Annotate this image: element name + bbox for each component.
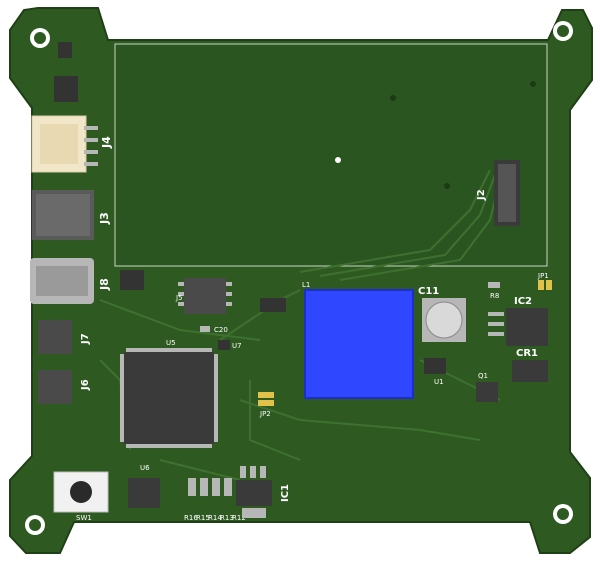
label-r12: R12 (232, 514, 246, 522)
mounting-hole-icon (553, 504, 573, 524)
label-r14: R14 (208, 514, 222, 522)
label-c11: C11 (418, 286, 439, 297)
inductor-l1 (304, 289, 414, 399)
label-jp1: JP1 (537, 272, 549, 280)
label-j4: J4 (100, 136, 113, 149)
label-u5: U5 (166, 339, 176, 347)
component-smd (54, 76, 78, 102)
label-j2: J2 (476, 189, 487, 201)
label-cr1: CR1 (516, 348, 538, 359)
diode-cr1 (512, 360, 548, 382)
ic-u1 (424, 358, 446, 374)
connector-j2 (494, 160, 520, 226)
label-r8: R8 (490, 292, 499, 300)
jumper-jp1 (538, 280, 552, 290)
connector-j5 (178, 278, 232, 314)
label-r16: R16 (184, 514, 198, 522)
transistor-q1 (476, 382, 498, 402)
label-j6: J6 (80, 379, 91, 391)
label-u7: U7 (232, 342, 242, 350)
connector-j6 (38, 370, 72, 404)
label-jp2: JP2 (259, 410, 271, 418)
component-smd (260, 298, 286, 312)
ic-u5 (120, 348, 218, 448)
mounting-hole-icon (553, 21, 573, 41)
via (390, 95, 396, 101)
via (530, 81, 536, 87)
connector-j3 (32, 190, 94, 240)
label-q1: Q1 (478, 372, 488, 380)
label-j5: J5 (175, 294, 183, 302)
label-j8: J8 (98, 278, 111, 291)
connector-j7 (38, 320, 72, 354)
capacitor-c11 (422, 298, 466, 342)
label-u1: U1 (434, 378, 444, 386)
ic-ic1 (236, 466, 272, 518)
label-c20: C20 (214, 326, 228, 334)
via (444, 183, 450, 189)
ic-u7 (218, 340, 230, 350)
component-smd (120, 270, 144, 290)
resistor-array (188, 478, 232, 496)
ic-ic2 (488, 308, 548, 346)
label-u6: U6 (140, 464, 150, 472)
label-ic2: IC2 (514, 296, 532, 307)
display-area (114, 43, 548, 267)
resistor-r8 (488, 282, 500, 288)
label-sw1: SW1 (76, 514, 92, 522)
connector-j4 (31, 115, 98, 173)
ic-u6 (128, 478, 160, 508)
via (335, 157, 341, 163)
label-r15: R15 (196, 514, 210, 522)
connector-j8 (30, 258, 94, 304)
label-l1: L1 (302, 281, 310, 289)
label-j3: J3 (98, 212, 111, 225)
label-ic1: IC1 (280, 484, 291, 502)
label-j7: J7 (80, 333, 91, 345)
jumper-jp2 (258, 392, 274, 406)
component-smd (58, 42, 72, 58)
push-button-icon (53, 471, 109, 513)
mounting-hole-icon (25, 515, 45, 535)
traces (99, 169, 501, 481)
label-r13: R13 (220, 514, 234, 522)
mounting-hole-icon (30, 28, 50, 48)
capacitor-c20 (200, 326, 210, 332)
